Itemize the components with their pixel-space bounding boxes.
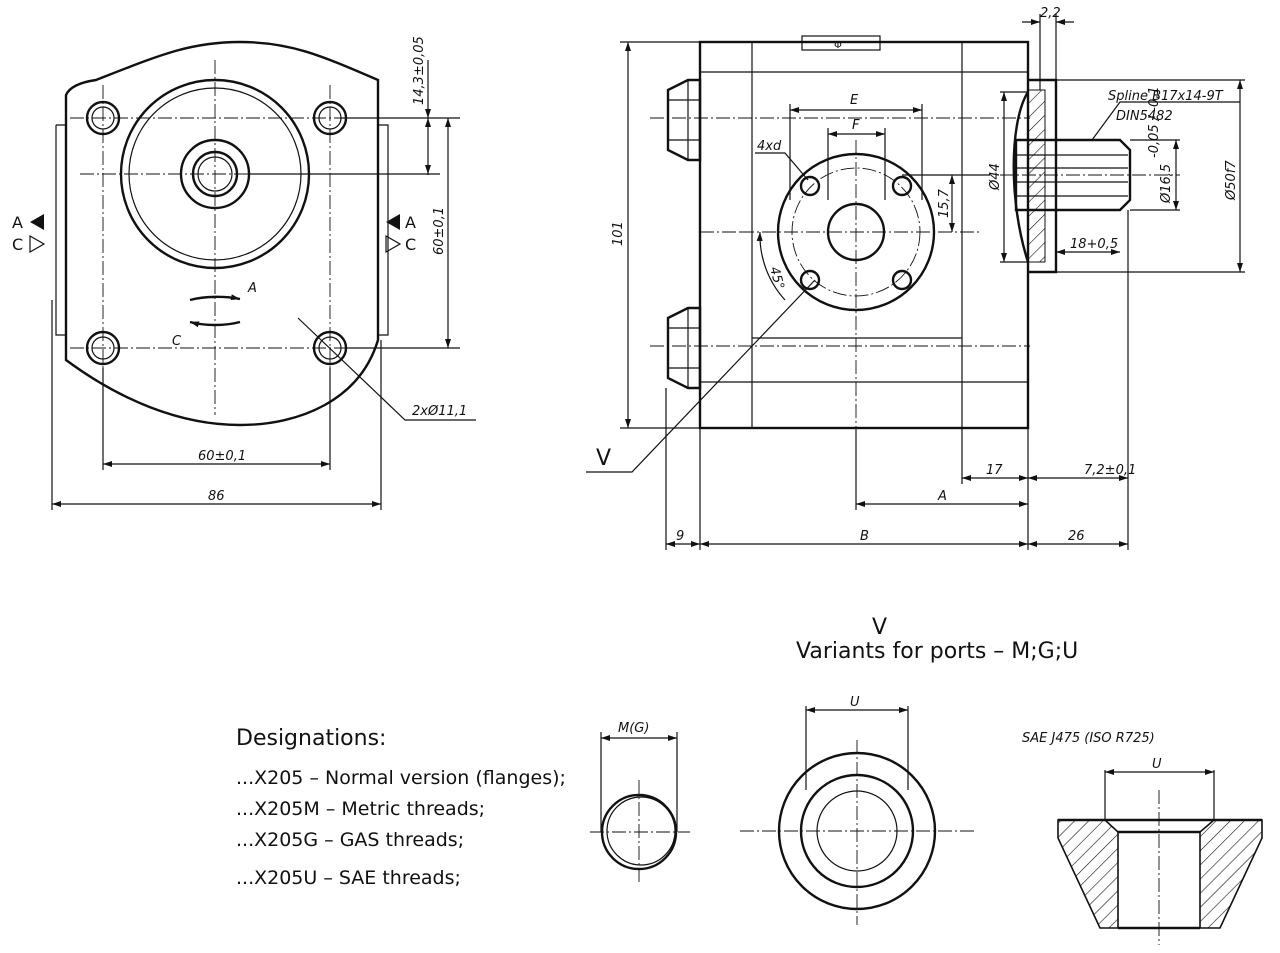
svg-text:C: C xyxy=(12,235,23,254)
shaft-end xyxy=(1000,78,1180,274)
dim-60-horizontal: 60±0,1 xyxy=(198,449,246,464)
dim-16-5-tol: -0,05 / -0,1 xyxy=(1147,86,1162,158)
variant-m: M(G) xyxy=(590,721,690,885)
dim-2-2: 2,2 xyxy=(1040,6,1061,21)
dim-e: E xyxy=(850,93,859,108)
rotation-a-label: A xyxy=(247,281,257,296)
designation-item: ...X205U – SAE threads; xyxy=(236,867,461,889)
designation-item: ...X205M – Metric threads; xyxy=(236,798,485,820)
dim-9: 9 xyxy=(676,529,684,544)
dim-a: A xyxy=(937,489,947,504)
variants-title: Variants for ports – M;G;U xyxy=(796,639,1078,664)
pump-body xyxy=(698,40,1030,430)
side-markers-right: A C xyxy=(385,213,416,254)
spline-standard: DIN5482 xyxy=(1116,109,1173,124)
variants-section: V Variants for ports – M;G;U M(G) U SAE … xyxy=(590,615,1263,945)
dim-50: Ø50f7 xyxy=(1224,160,1239,201)
svg-text:U: U xyxy=(1152,757,1162,772)
designations: Designations: ...X205 – Normal version (… xyxy=(236,726,566,889)
dim-86: 86 xyxy=(208,489,225,504)
svg-text:A: A xyxy=(12,213,23,232)
dim-60-vertical: 60±0,1 xyxy=(432,207,447,255)
dim-14-3: 14,3±0,05 xyxy=(412,36,427,105)
side-view: Φ 45° E F 4xd 15,7 xyxy=(586,6,1245,550)
designation-item: ...X205 – Normal version (flanges); xyxy=(236,767,566,789)
front-flange-outline xyxy=(64,40,380,427)
rotation-c-label: C xyxy=(172,334,182,349)
dim-7-2: 7,2±0,1 xyxy=(1084,463,1136,478)
svg-text:C: C xyxy=(405,235,416,254)
sae-title: SAE J475 (ISO R725) xyxy=(1022,731,1155,746)
spline-label: Spline B17x14-9T xyxy=(1108,89,1224,104)
view-v-label: V xyxy=(596,446,611,471)
dim-4xd: 4xd xyxy=(757,139,782,154)
dim-26: 26 xyxy=(1068,529,1085,544)
dim-17: 17 xyxy=(986,463,1003,478)
variants-v: V xyxy=(872,615,887,640)
dim-b: B xyxy=(860,529,869,544)
front-view: A C A C A C 14,3±0,05 60±0,1 2xØ11,1 60 xyxy=(12,36,476,510)
svg-text:A: A xyxy=(405,213,416,232)
designation-item: ...X205G – GAS threads; xyxy=(236,829,464,851)
svg-text:U: U xyxy=(850,695,860,710)
designations-title: Designations: xyxy=(236,726,386,751)
dim-f: F xyxy=(852,118,860,133)
variant-sae: SAE J475 (ISO R725) U xyxy=(1022,731,1263,945)
dim-18: 18+0,5 xyxy=(1070,237,1118,252)
dim-15-7: 15,7 xyxy=(937,188,952,218)
side-markers-left: A C xyxy=(12,213,46,254)
side-bolts xyxy=(666,78,702,390)
dim-101: 101 xyxy=(611,221,626,246)
svg-text:Φ: Φ xyxy=(834,40,842,51)
dim-16-5: Ø16,5 xyxy=(1159,164,1174,204)
holes-label: 2xØ11,1 xyxy=(412,404,467,419)
svg-text:M(G): M(G) xyxy=(618,721,649,736)
variant-u: U xyxy=(740,695,975,925)
dim-45-deg: 45° xyxy=(766,265,786,291)
dim-44: Ø44 xyxy=(988,163,1003,191)
